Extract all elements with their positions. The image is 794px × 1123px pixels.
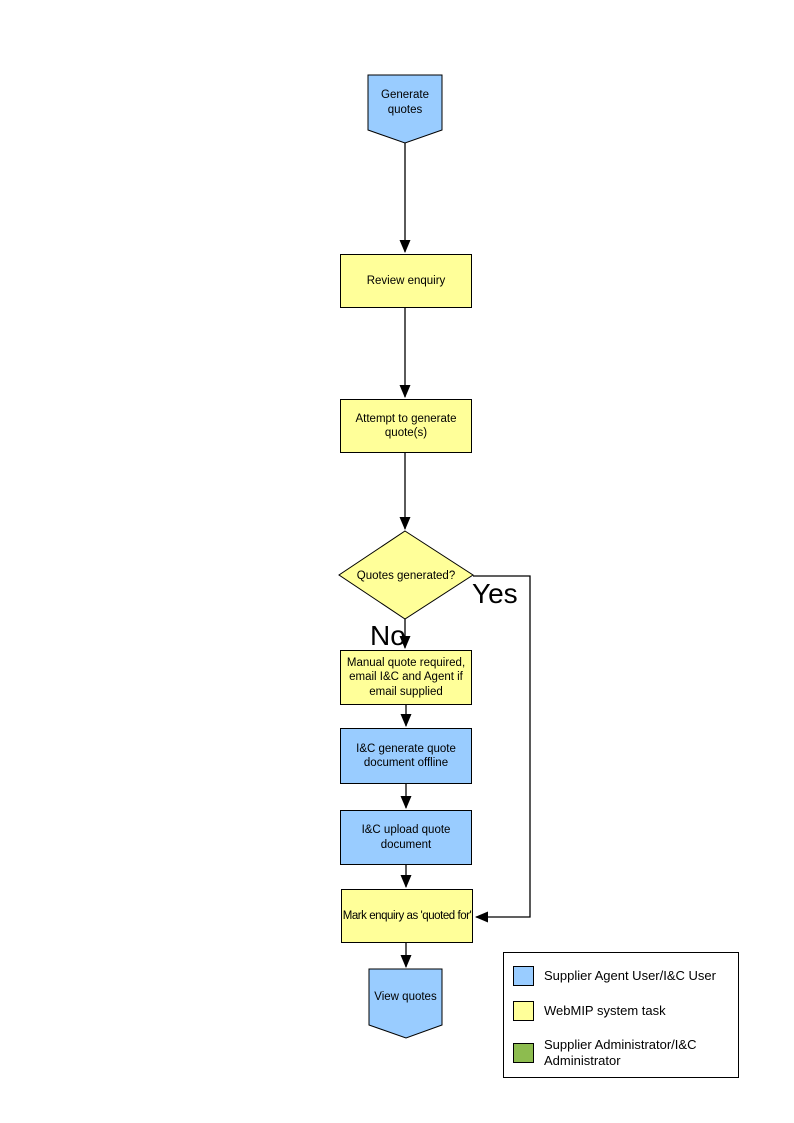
no-branch-label: No — [370, 620, 406, 651]
legend-swatch-yellow — [513, 1001, 534, 1021]
legend-label: WebMIP system task — [544, 1002, 666, 1018]
yes-branch-label: Yes — [472, 578, 518, 609]
mark-quoted-node: Mark enquiry as 'quoted for' — [341, 889, 473, 943]
legend-swatch-blue — [513, 966, 534, 986]
upload-document-node: I&C upload quote document — [340, 810, 472, 865]
end-pentagon-shape — [368, 968, 443, 1039]
decision-diamond-shape — [338, 530, 474, 620]
review-enquiry-node: Review enquiry — [340, 254, 472, 308]
legend-label: Supplier Agent User/I&C User — [544, 967, 716, 983]
legend-swatch-green — [513, 1043, 534, 1064]
start-pentagon-shape — [367, 74, 443, 144]
legend-item-supplier-admin: Supplier Administrator/I&C Administrator — [513, 1037, 730, 1070]
legend-item-supplier-agent: Supplier Agent User/I&C User — [513, 966, 730, 986]
generate-offline-node: I&C generate quote document offline — [340, 728, 472, 784]
legend-label: Supplier Administrator/I&C Administrator — [544, 1037, 697, 1069]
manual-quote-node: Manual quote required, email I&C and Age… — [340, 650, 472, 705]
connector-decision-mark-yes — [473, 575, 531, 923]
legend-item-webmip-task: WebMIP system task — [513, 1001, 730, 1021]
attempt-generate-node: Attempt to generate quote(s) — [340, 399, 472, 453]
legend: Supplier Agent User/I&C User WebMIP syst… — [503, 952, 739, 1078]
